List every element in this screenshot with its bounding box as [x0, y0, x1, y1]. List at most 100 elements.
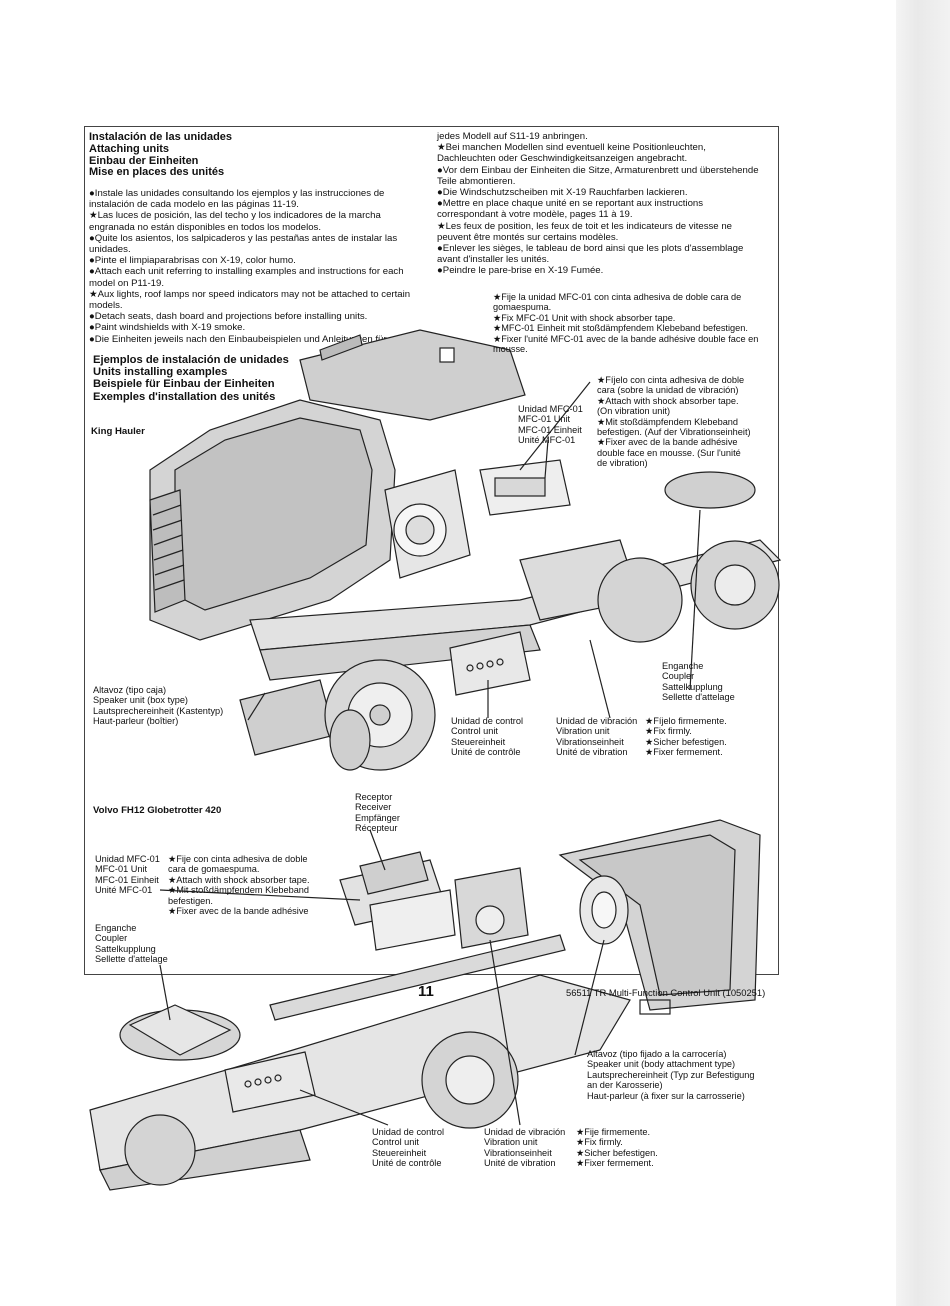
label-line: Unité de vibration [556, 747, 628, 758]
page-edge [896, 0, 950, 1306]
mfc-unit-label: Unidad MFC-01 MFC-01 Unit MFC-01 Einheit… [518, 404, 583, 446]
section-title: Instalación de las unidades Attaching un… [89, 131, 233, 179]
intro-paragraph: ●Peindre le pare-brise en X-19 Fumée. [437, 265, 604, 277]
intro-paragraph: ●Paint windshields with X-19 smoke. [89, 322, 246, 334]
label-line: Altavoz (tipo fijado a la carrocería) [587, 1049, 727, 1059]
coupler-label: Enganche Coupler Sattelkupplung Sellette… [662, 661, 735, 703]
label-line: Coupler [662, 671, 695, 682]
label-line: ★Attach with shock absorber tape. [168, 874, 310, 885]
label-line: ★Fixer fermement. [576, 1158, 654, 1169]
note-line: cara (sobre la unidad de vibración) [597, 385, 739, 396]
label-line: ★Fixer fermement. [645, 747, 723, 758]
label-line: Unidad MFC-01 [95, 854, 160, 864]
intro-paragraph: ★Las luces de posición, las del techo y … [89, 210, 381, 233]
king-hauler-illustration [149, 329, 782, 771]
intro-paragraph: ●Vor dem Einbau der Einheiten die Sitze,… [437, 164, 759, 187]
intro-paragraph: ★Aux lights, roof lamps nor speed indica… [89, 288, 411, 312]
intro-paragraph: jedes Modell auf S11-19 anbringen. [437, 131, 588, 142]
label-line: ★Fixer avec de la bande adhésive [168, 906, 309, 917]
intro-paragraph: ●Quite los asientos, los salpicaderos y … [89, 232, 398, 256]
mfc-unit-label-b: Unidad MFC-01 MFC-01 Unit MFC-01 Einheit… [95, 854, 160, 896]
intro-right-column: jedes Modell auf S11-19 anbringen. ★Bei … [437, 131, 762, 277]
label-line: Control unit [372, 1137, 419, 1148]
intro-paragraph: ●Attach each unit referring to installin… [89, 266, 404, 289]
title-es: Instalación de las unidades [89, 131, 233, 143]
label-line: Unidad de vibración [484, 1127, 566, 1137]
label-line: Unité de contrôle [451, 747, 521, 758]
label-line: MFC-01 Einheit [95, 874, 159, 885]
vibration-unit-label: Unidad de vibración Vibration unit Vibra… [556, 716, 637, 758]
label-line: Vibration unit [484, 1137, 538, 1148]
label-line: MFC-01 Unit [518, 414, 571, 425]
vibration-unit-label-b: Unidad de vibración Vibration unit Vibra… [484, 1127, 565, 1169]
intro-paragraph: ●Mettre en place chaque unité en se repo… [437, 198, 704, 221]
intro-paragraph: ●Pinte el limpiaparabrisas con X-19, col… [89, 255, 296, 267]
label-line: MFC-01 Unit [95, 864, 148, 875]
label-line: Récepteur [355, 823, 398, 834]
label-line: befestigen. [168, 895, 213, 906]
label-line: Altavoz (tipo caja) [93, 685, 167, 695]
examples-heading-fr: Exemples d'installation des unités [93, 390, 276, 403]
label-line: Enganche [662, 661, 704, 671]
note-line: (On vibration unit) [597, 406, 671, 417]
intro-paragraph: ★Bei manchen Modellen sind eventuell kei… [437, 142, 706, 165]
label-line: Steuereinheit [451, 736, 506, 747]
control-unit-label-b: Unidad de control Control unit Steuerein… [372, 1127, 444, 1169]
intro-paragraph: ●Enlever les sièges, le tableau de bord … [437, 243, 744, 266]
label-line: Speaker unit (box type) [93, 695, 188, 706]
intro-paragraph: ●Die Windschutzscheiben mit X-19 Rauchfa… [437, 187, 688, 199]
label-line: Unité de vibration [484, 1158, 556, 1169]
note-line: ★Fíjelo con cinta adhesiva de doble [597, 375, 745, 385]
label-line: Steuereinheit [372, 1147, 427, 1158]
label-line: ★Mit stoßdämpfendem Klebeband [168, 885, 310, 896]
intro-paragraph: ●Instale las unidades consultando los ej… [89, 188, 385, 211]
label-line: Sattelkupplung [95, 943, 156, 954]
label-line: Sellette d'attelage [95, 954, 168, 965]
note-line: de vibration) [597, 458, 648, 469]
label-line: Enganche [95, 923, 137, 933]
title-de: Einbau der Einheiten [89, 154, 199, 167]
intro-paragraph: ●Die Einheiten jeweils nach den Einbaube… [89, 333, 387, 345]
fix-firmly-note-b: ★Fije firmemente. ★Fix firmly. ★Sicher b… [576, 1127, 658, 1169]
model-name-king-hauler: King Hauler [91, 426, 145, 437]
label-line: Haut-parleur (à fixer sur la carrosserie… [587, 1090, 745, 1101]
intro-left-column: ●Instale las unidades consultando los ej… [89, 188, 412, 345]
model-name-volvo: Volvo FH12 Globetrotter 420 [93, 805, 222, 816]
label-line: Vibrationseinheit [556, 736, 624, 747]
note-line: ★Fije la unidad MFC-01 con cinta adhesiv… [493, 292, 742, 313]
label-line: ★Sicher befestigen. [576, 1147, 658, 1158]
intro-paragraph: ★Les feux de position, les feux de toit … [437, 220, 732, 243]
vibration-tape-note: ★Fíjelo con cinta adhesiva de doble cara… [597, 375, 751, 469]
label-line: ★Fix firmly. [576, 1137, 623, 1148]
product-footer: 56511 TR Multi-Function Control Unit (10… [566, 987, 766, 998]
note-line: ★Fix MFC-01 Unit with shock absorber tap… [493, 312, 676, 323]
label-line: MFC-01 Einheit [518, 424, 582, 435]
label-line: Speaker unit (body attachment type) [587, 1059, 736, 1070]
label-line: Receiver [355, 802, 392, 813]
title-fr: Mise en places des unités [89, 166, 225, 179]
label-line: ★Fije firmemente. [576, 1127, 651, 1137]
label-line: Haut-parleur (boîtier) [93, 716, 179, 727]
label-line: Unidad de vibración [556, 716, 638, 726]
note-line: ★Fixer l'unité MFC-01 avec de la bande a… [493, 333, 759, 355]
label-line: Vibrationseinheit [484, 1147, 552, 1158]
mfc-tape-note-b: ★Fije con cinta adhesiva de doble cara d… [168, 854, 310, 916]
label-line: ★Fix firmly. [645, 726, 692, 737]
control-unit-label: Unidad de control Control unit Steuerein… [451, 716, 523, 758]
note-line: ★Attach with shock absorber tape. [597, 395, 739, 406]
title-en: Attaching units [89, 142, 170, 155]
label-line: ★Sicher befestigen. [645, 736, 727, 747]
label-line: Unidad de control [372, 1127, 445, 1137]
coupler-label-b: Enganche Coupler Sattelkupplung Sellette… [95, 923, 168, 965]
note-line: double face en mousse. (Sur l'unité [597, 447, 741, 458]
page-number: 11 [418, 983, 434, 1000]
label-line: Unité MFC-01 [95, 885, 153, 896]
intro-paragraph: ●Detach seats, dash board and projection… [89, 311, 368, 323]
examples-heading: Ejemplos de instalación de unidades Unit… [93, 354, 289, 403]
speaker-body-label: Altavoz (tipo fijado a la carrocería) Sp… [587, 1049, 755, 1101]
label-line: Unidad MFC-01 [518, 404, 583, 414]
label-line: Lautsprechereinheit (Typ zur Befestigung [587, 1069, 755, 1080]
label-line: Sellette d'attelage [662, 692, 735, 703]
note-line: ★MFC-01 Einheit mit stoßdämpfendem Klebe… [493, 323, 748, 334]
